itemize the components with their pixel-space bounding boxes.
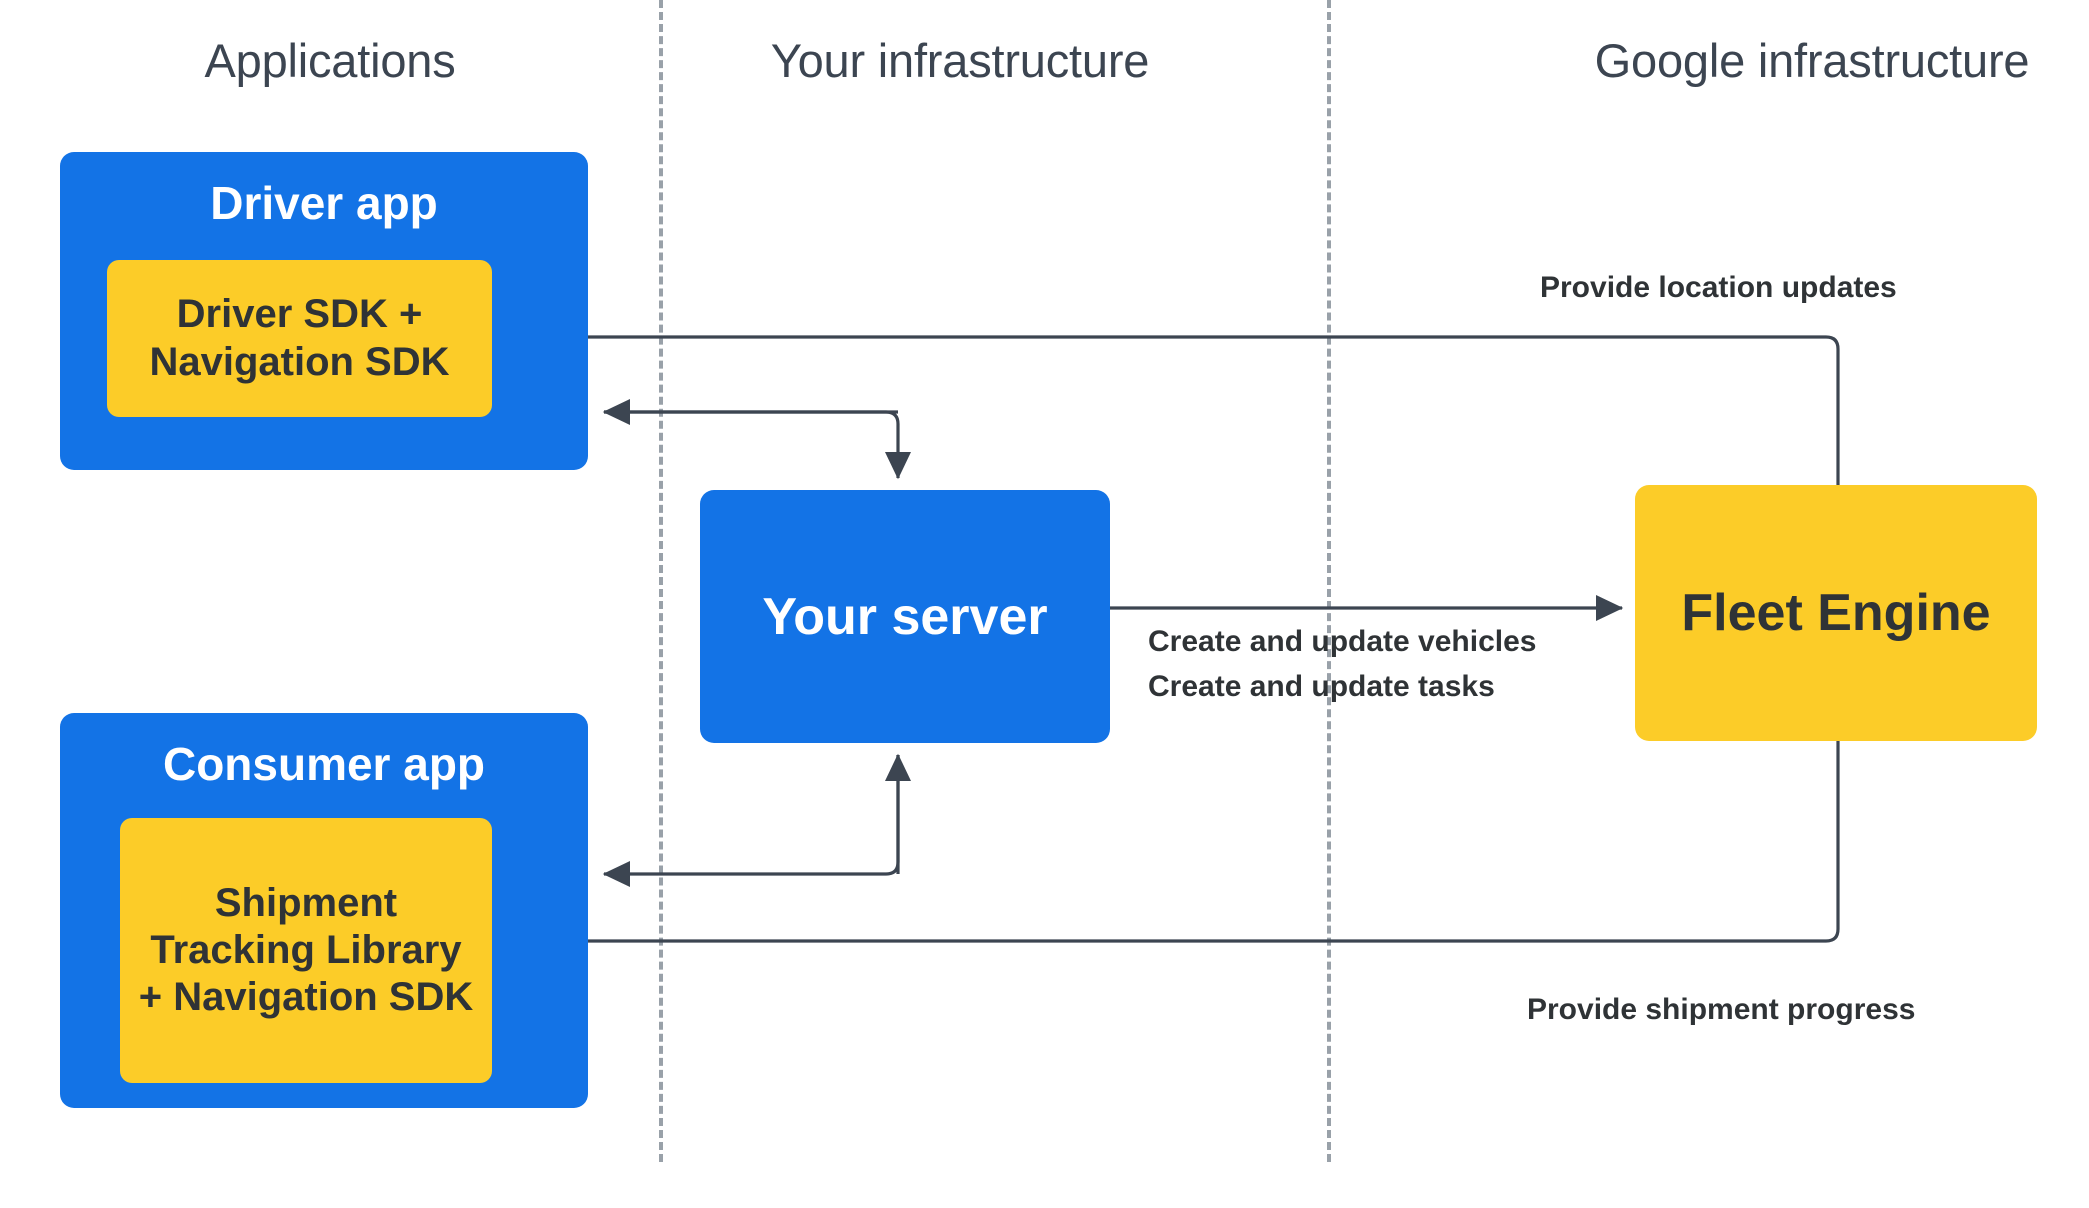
edge-driver-to-server (604, 410, 912, 480)
node-consumer-app[interactable]: Consumer app Shipment Tracking Library +… (60, 713, 588, 1108)
edge-label-create-vehicles: Create and update vehicles (1148, 625, 1537, 658)
edge-server-to-consumer (602, 755, 900, 888)
column-divider-left (659, 0, 663, 1162)
your-server-label: Your server (762, 587, 1048, 646)
shipment-tracking-library-label: Shipment Tracking Library + Navigation S… (138, 880, 474, 1020)
driver-sdk-label: Driver SDK + Navigation SDK (149, 292, 450, 384)
edge-label-location-updates: Provide location updates (1540, 271, 1897, 304)
column-header-google-infrastructure: Google infrastructure (1594, 34, 2030, 87)
node-shipment-tracking-library[interactable]: Shipment Tracking Library + Navigation S… (120, 818, 492, 1083)
edge-location-updates (560, 323, 1840, 485)
node-fleet-engine[interactable]: Fleet Engine (1635, 485, 2037, 741)
node-your-server[interactable]: Your server (700, 490, 1110, 743)
column-divider-right (1327, 0, 1331, 1162)
edge-label-shipment-progress: Provide shipment progress (1527, 993, 1916, 1026)
edge-label-create-tasks: Create and update tasks (1148, 670, 1495, 703)
column-header-your-infrastructure: Your infrastructure (770, 34, 1150, 87)
node-driver-sdk[interactable]: Driver SDK + Navigation SDK (107, 260, 492, 417)
node-driver-app[interactable]: Driver app Driver SDK + Navigation SDK (60, 152, 588, 470)
driver-app-title: Driver app (210, 177, 438, 229)
consumer-app-title: Consumer app (162, 738, 486, 790)
fleet-engine-label: Fleet Engine (1681, 584, 1991, 642)
edge-shipment-progress (560, 741, 1840, 955)
column-header-applications: Applications (204, 34, 456, 87)
